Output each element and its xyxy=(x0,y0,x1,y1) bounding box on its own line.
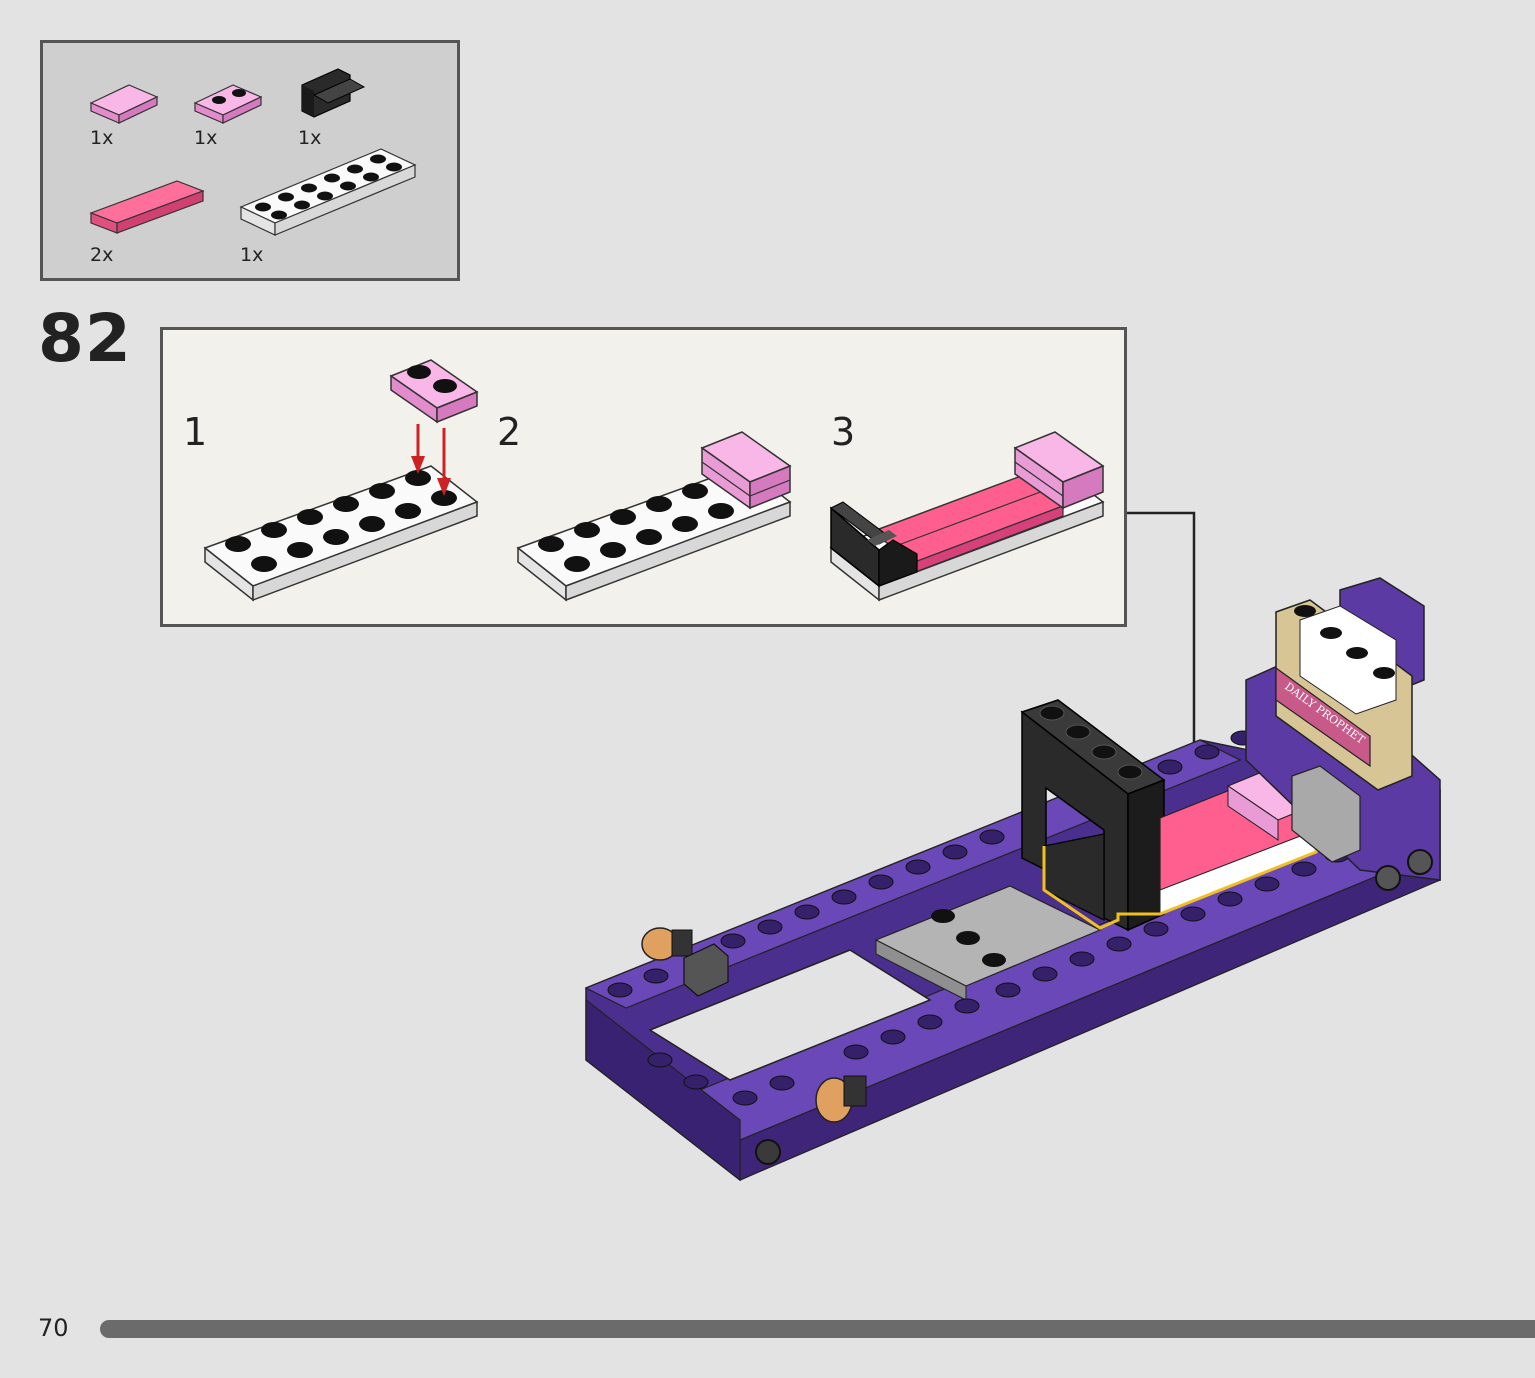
grey-plates xyxy=(874,885,1102,1001)
pink-plate-icon xyxy=(193,84,263,124)
newsstand-tower: DAILY PROPHET xyxy=(1245,577,1441,891)
substep-1-illustration xyxy=(203,359,479,602)
parts-list-illustrations xyxy=(89,68,417,236)
red-arrow-icon xyxy=(411,424,451,496)
substep-label: 1 xyxy=(183,410,208,454)
part-quantity: 1x xyxy=(194,127,218,149)
progress-bar xyxy=(100,1320,1535,1338)
part-quantity: 1x xyxy=(90,127,114,149)
white-plate-icon xyxy=(239,148,417,236)
parts-list-box: 1x 1x 1x 2x 1x xyxy=(40,40,460,281)
substep-3-illustration xyxy=(829,431,1105,602)
step-number: 82 xyxy=(38,300,132,377)
substep-2-illustration xyxy=(516,431,792,602)
pink-tile-icon xyxy=(89,84,159,124)
black-bracket-icon xyxy=(301,68,366,118)
substep-label: 3 xyxy=(831,410,856,454)
part-quantity: 2x xyxy=(90,244,114,266)
part-quantity: 1x xyxy=(298,127,322,149)
part-quantity: 1x xyxy=(240,244,264,266)
page-number: 70 xyxy=(38,1314,69,1342)
sub-assembly-callout: 1 2 3 xyxy=(160,327,1127,627)
dark-pink-tile-icon xyxy=(89,180,205,234)
substep-label: 2 xyxy=(497,410,522,454)
brown-lamp-parts xyxy=(641,927,867,1165)
frame-studs xyxy=(607,730,1421,1106)
sub-assembly-illustrations xyxy=(203,359,1105,602)
black-arch xyxy=(1020,699,1166,932)
